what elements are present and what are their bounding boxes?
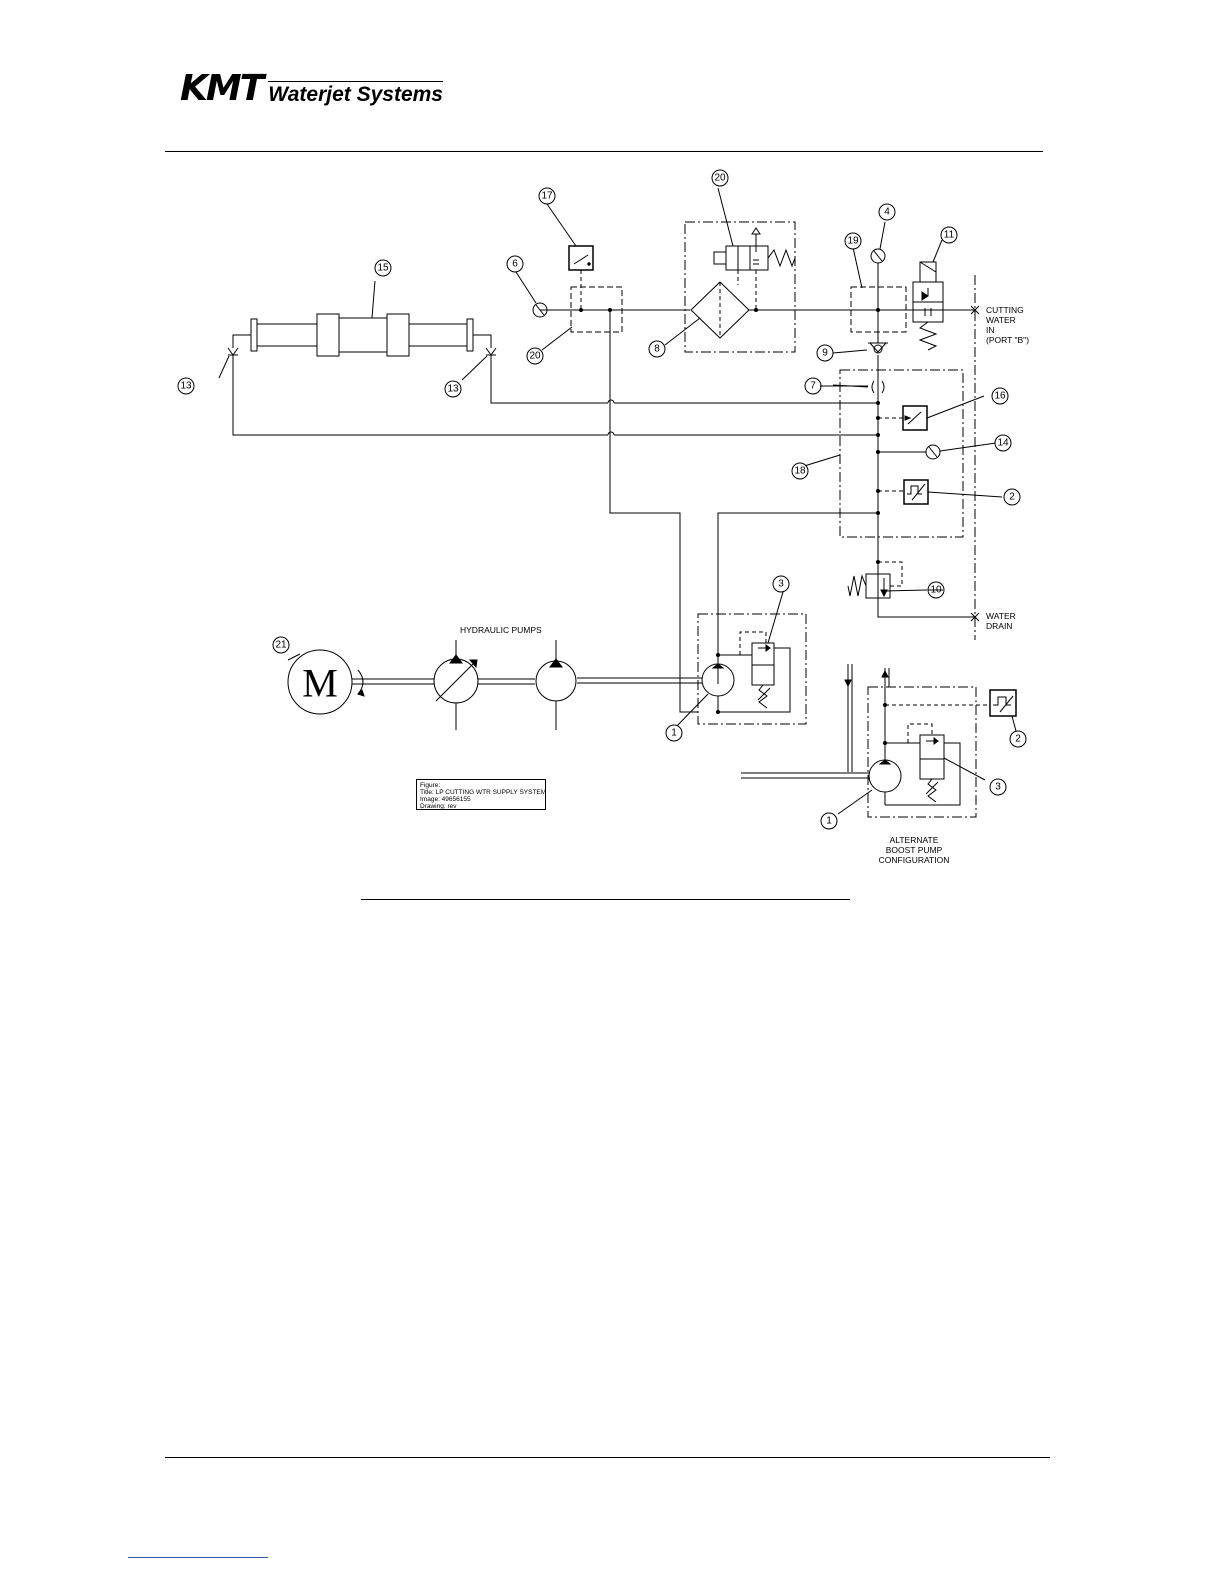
callout-6: 6 (512, 259, 518, 270)
callout-11: 11 (944, 230, 955, 241)
callout-2b: 2 (1015, 734, 1021, 745)
check-valve-13-left (228, 348, 238, 355)
manifold-block-18 (840, 370, 963, 537)
callout-8: 8 (654, 344, 660, 355)
label-drain-1: WATER (986, 611, 1016, 621)
temperature-switch-2 (877, 480, 1003, 504)
callout-10: 10 (930, 585, 942, 596)
intensifier-15 (233, 281, 491, 356)
footer-rule (165, 1457, 1050, 1458)
callout-14: 14 (997, 438, 1009, 449)
variable-pump (434, 640, 478, 730)
alternate-boost-pump (741, 664, 990, 814)
alt-temperature-switch-2 (990, 690, 1016, 731)
label-cutting-2: WATER (986, 315, 1016, 325)
label-alternate-1: ALTERNATE (890, 835, 939, 845)
callout-2a: 2 (1009, 492, 1015, 503)
figure-underline (361, 899, 850, 900)
callout-13b: 13 (447, 384, 459, 395)
caption-line-image: Image: 49656155 (420, 796, 542, 803)
callout-20a: 20 (714, 173, 726, 184)
callouts (178, 170, 1026, 829)
check-valve-13-right (486, 348, 496, 355)
callout-4: 4 (884, 207, 890, 218)
filter-assembly (685, 222, 795, 352)
pressure-switch-17 (569, 246, 593, 310)
callout-3b: 3 (995, 782, 1001, 793)
solenoid-valve-11 (913, 240, 943, 350)
label-drain-2: DRAIN (986, 621, 1012, 631)
label-cutting-3: IN (986, 325, 995, 335)
callout-18: 18 (794, 466, 806, 477)
gauge-4 (871, 222, 885, 310)
valve-20 (714, 228, 795, 310)
caption-line-drawing: Drawing: rev (420, 803, 542, 810)
callout-16: 16 (994, 391, 1006, 402)
callout-3a: 3 (778, 579, 784, 590)
callout-21: 21 (275, 640, 287, 651)
gauge-14 (877, 443, 997, 459)
callout-1a: 1 (671, 728, 677, 739)
caption-line-figure: Figure: (420, 782, 542, 789)
callout-7: 7 (810, 381, 816, 392)
callout-17: 17 (541, 191, 553, 202)
callout-19: 19 (847, 236, 859, 247)
label-cutting-1: CUTTING (986, 305, 1024, 315)
svg-text:M: M (302, 661, 338, 706)
label-cutting-4: (PORT "B") (986, 335, 1029, 345)
label-alternate-2: BOOST PUMP (886, 845, 943, 855)
check-valve-9 (833, 310, 888, 617)
relief-valve-10 (848, 561, 975, 618)
label-alternate-3: CONFIGURATION (879, 855, 950, 865)
fixed-pump (536, 640, 576, 730)
callout-9: 9 (822, 348, 828, 359)
filter-8 (691, 282, 749, 338)
footer-link-line (128, 1557, 268, 1558)
figure-caption-box: Figure: Title: LP CUTTING WTR SUPPLY SYS… (416, 779, 546, 810)
pressure-switch-16 (877, 396, 985, 430)
callout-1b: 1 (826, 816, 832, 827)
callout-13a: 13 (180, 381, 192, 392)
label-hydraulic-pumps: HYDRAULIC PUMPS (460, 625, 542, 635)
caption-line-title: Title: LP CUTTING WTR SUPPLY SYSTEM (420, 789, 542, 796)
callout-15: 15 (377, 263, 389, 274)
relief-valve-3 (740, 592, 783, 708)
callout-20b: 20 (529, 351, 541, 362)
motor-21: M (288, 650, 364, 714)
